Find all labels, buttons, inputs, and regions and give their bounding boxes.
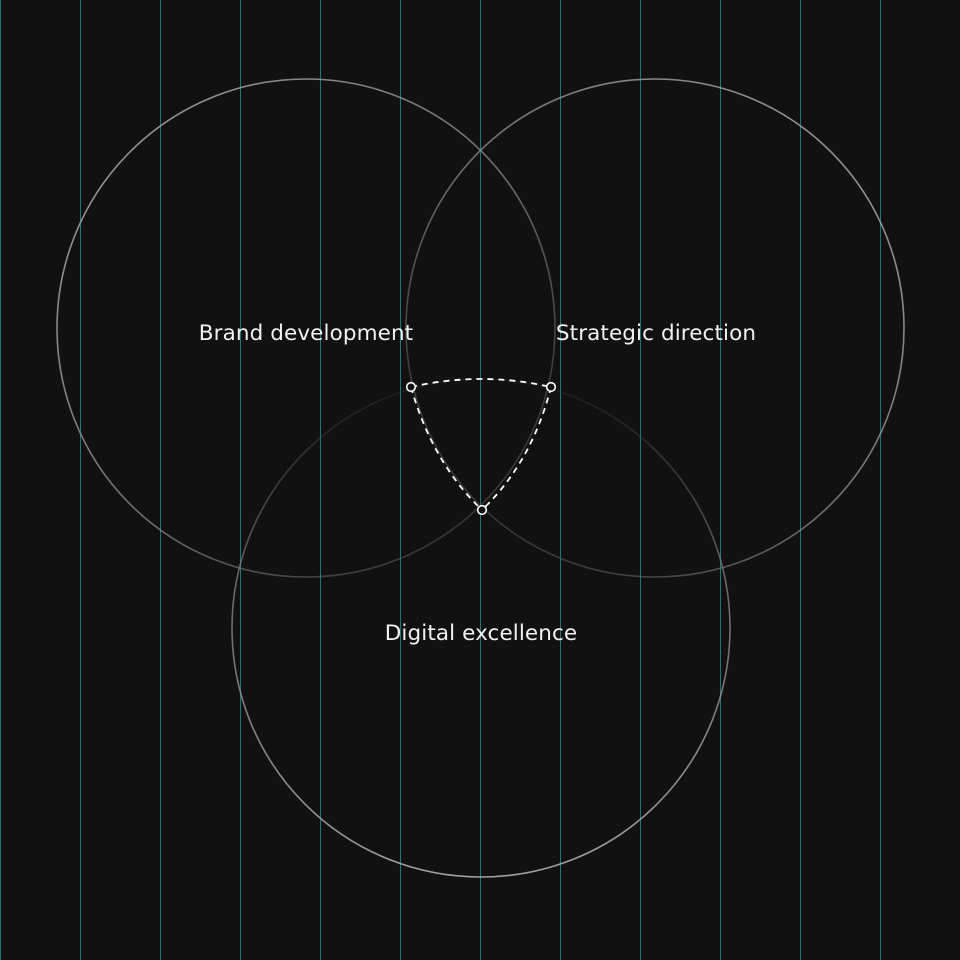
connector-right-arc <box>481 386 552 511</box>
vertical-grid-lines <box>0 0 881 960</box>
venn-circle-strategy <box>405 78 905 578</box>
venn-circle-brand <box>56 78 556 578</box>
label-digital-excellence: Digital excellence <box>385 621 577 646</box>
connector-node-left <box>405 381 417 393</box>
connector-node-right <box>545 381 557 393</box>
label-strategic-direction: Strategic direction <box>556 321 756 346</box>
label-brand-development: Brand development <box>199 321 413 346</box>
center-triangle-connector <box>405 378 557 516</box>
connector-top-arc <box>410 378 552 388</box>
connector-left-arc <box>410 386 483 511</box>
connector-node-bottom <box>476 504 488 516</box>
